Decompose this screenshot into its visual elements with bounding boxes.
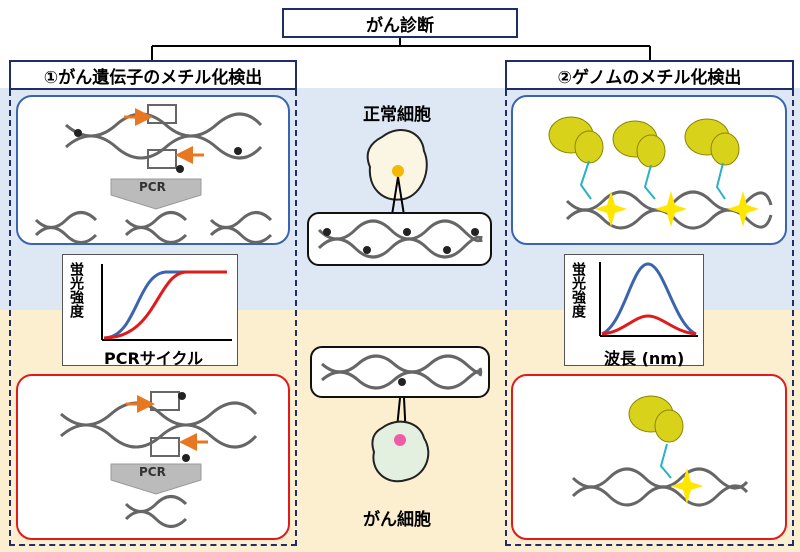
pcr-down-arrow-icon [110,463,202,495]
normal-genome-illustration [548,116,773,230]
pcr-label: PCR [139,465,166,479]
cancer-cell-icon [371,397,430,483]
methyl-dot-icon [398,378,406,386]
methyl-dot-icon [403,228,411,236]
methyl-dot-icon [182,454,190,462]
linker-icon [579,160,726,200]
dna-strand-icon [571,467,749,507]
pcr-graph-ylabel: 蛍光強度 [68,262,84,318]
dna-product-icon [34,211,273,244]
title-connectors [151,38,651,60]
pcr-down-arrow-icon [110,178,202,210]
left-panel-title: ①がん遺伝子のメチル化検出 [9,60,297,90]
normal-pcr-illustration [34,104,273,244]
methyl-dot-icon [234,147,242,155]
glow-icon [595,191,759,227]
dna-strand-icon [60,401,258,449]
spectrum-graph-plot [599,262,698,337]
normal-series-line [103,270,227,340]
cancer-dna-illustration [321,354,483,390]
linker-icon [659,443,672,479]
dna-product-icon [124,495,188,528]
normal-dna-illustration [317,219,483,259]
cancer-genome-illustration [571,395,749,507]
methyl-dot-icon [323,228,331,236]
primer-stack-icon [150,391,180,411]
spectrum-graph-ylabel: 蛍光強度 [570,262,586,318]
glow-icon [671,468,703,504]
normal-pcr-box [16,95,290,245]
cancer-series-line [601,314,697,336]
methyl-dot-icon [363,246,371,254]
methyl-dot-icon [471,228,479,236]
cancer-cell-label: がん細胞 [363,510,431,530]
diagram-title: がん診断 [282,8,518,38]
cancer-series-line [103,270,227,340]
pcr-graph-plot [101,264,232,341]
normal-cell-label: 正常細胞 [363,105,431,125]
spectrum-graph [564,254,704,366]
protein-icon [628,395,684,443]
right-panel-title: ②ゲノムのメチル化検出 [505,60,794,90]
protein-icon [548,116,740,168]
normal-cell-icon [366,128,428,216]
dna-strand-icon [65,112,263,160]
pcr-graph-xlabel: PCRサイクル [104,349,203,368]
methyl-dot-icon [176,165,184,173]
methyl-dot-icon [178,392,186,400]
methyl-dot-icon [74,129,82,137]
normal-series-line [601,262,697,336]
pcr-label: PCR [139,180,166,194]
methyl-dot-icon [443,246,451,254]
dna-strand-icon [565,190,773,230]
primer-stack-icon [147,149,177,169]
spectrum-graph-xlabel: 波長 (nm) [604,349,685,368]
cancer-pcr-illustration [60,391,258,528]
